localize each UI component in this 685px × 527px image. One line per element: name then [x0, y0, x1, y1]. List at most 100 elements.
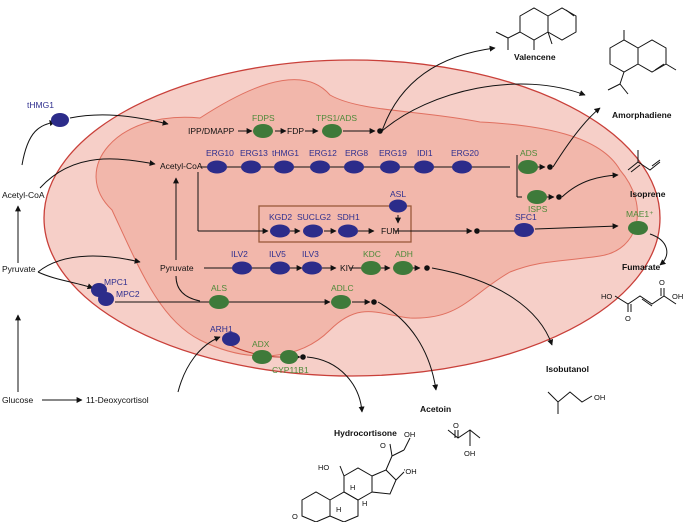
- acetoin-o: O: [453, 421, 459, 430]
- label-ipp-dmapp: IPP/DMAPP: [188, 126, 235, 136]
- enzyme-ilv3: [302, 261, 322, 275]
- product-acetoin: Acetoin: [420, 404, 451, 414]
- label-thmg1-mito: tHMG1: [272, 148, 299, 158]
- enzyme-idi1: [414, 160, 434, 174]
- label-fdps: FDPS: [252, 113, 275, 123]
- enzyme-erg13: [241, 160, 261, 174]
- fumarate-o-right: O: [659, 278, 665, 287]
- enzyme-ilv5: [270, 261, 290, 275]
- enzyme-erg12: [310, 160, 330, 174]
- label-acetyl-coa-mito: Acetyl-CoA: [160, 161, 203, 171]
- enzyme-adlc: [331, 295, 351, 309]
- hc-oh-top: OH: [404, 430, 415, 439]
- enzyme-suclg2: [303, 224, 323, 238]
- label-suclg2: SUCLG2: [297, 212, 331, 222]
- product-isobutanol: Isobutanol: [546, 364, 589, 374]
- enzyme-mae1: [628, 221, 648, 235]
- isobutanol-structure: [547, 391, 593, 414]
- label-kdc: KDC: [363, 249, 381, 259]
- enzyme-sdh1: [338, 224, 358, 238]
- label-adx: ADX: [252, 339, 270, 349]
- fumarate-structure: [614, 288, 677, 312]
- enzyme-adh: [393, 261, 413, 275]
- enzyme-erg10: [207, 160, 227, 174]
- label-erg8: ERG8: [345, 148, 368, 158]
- label-asl: ASL: [390, 189, 406, 199]
- hc-oh-side: 'OH: [404, 467, 417, 476]
- product-isoprene: Isoprene: [630, 189, 666, 199]
- valencene-structure: [495, 7, 577, 50]
- acetoin-structure: [447, 429, 481, 446]
- label-fdp: FDP: [287, 126, 304, 136]
- enzyme-tps1-ads: [322, 124, 342, 138]
- hydrocortisone-structure: [301, 437, 411, 523]
- label-sfc1: SFC1: [515, 212, 537, 222]
- enzyme-ilv2: [232, 261, 252, 275]
- enzyme-cyp11b1: [280, 350, 298, 364]
- enzyme-fdps: [253, 124, 273, 138]
- label-ads: ADS: [520, 148, 538, 158]
- product-amorphadiene: Amorphadiene: [612, 110, 672, 120]
- label-mpc1: MPC1: [104, 277, 128, 287]
- label-adlc: ADLC: [331, 283, 354, 293]
- enzyme-arh1: [222, 332, 240, 346]
- enzymes: [51, 113, 648, 364]
- label-glucose: Glucose: [2, 395, 33, 405]
- label-kiv: KIV: [340, 263, 354, 273]
- hc-o-top: O: [380, 441, 386, 450]
- isobutanol-oh: OH: [594, 393, 605, 402]
- label-isps: ISPS: [528, 204, 548, 214]
- label-arh1: ARH1: [210, 324, 233, 334]
- enzyme-mpc2: [98, 292, 114, 306]
- enzyme-kgd2: [270, 224, 290, 238]
- hc-h1: H: [350, 483, 355, 492]
- label-erg13: ERG13: [240, 148, 268, 158]
- label-cyp11b1: CYP11B1: [272, 365, 309, 375]
- tca-module-box: [258, 205, 412, 243]
- hc-ho: HO: [318, 463, 329, 472]
- enzyme-als: [209, 295, 229, 309]
- label-acetyl-coa-cyto: Acetyl-CoA: [2, 190, 45, 200]
- label-erg20: ERG20: [451, 148, 479, 158]
- product-hydrocortisone: Hydrocortisone: [334, 428, 397, 438]
- enzyme-ads: [518, 160, 538, 174]
- hc-h2: H: [362, 499, 367, 508]
- hc-h3: H: [336, 505, 341, 514]
- label-pyruvate-cyto: Pyruvate: [2, 264, 36, 274]
- label-adh: ADH: [395, 249, 413, 259]
- label-ilv2: ILV2: [231, 249, 248, 259]
- enzyme-erg19: [380, 160, 400, 174]
- label-tps1-ads: TPS1/ADS: [316, 113, 357, 123]
- label-erg19: ERG19: [379, 148, 407, 158]
- label-idi1: IDI1: [417, 148, 433, 158]
- enzyme-thmg1-mito: [274, 160, 294, 174]
- product-fumarate: Fumarate: [622, 262, 661, 272]
- label-erg12: ERG12: [309, 148, 337, 158]
- label-kgd2: KGD2: [269, 212, 292, 222]
- label-als: ALS: [211, 283, 227, 293]
- product-valencene: Valencene: [514, 52, 556, 62]
- enzyme-adx: [252, 350, 272, 364]
- enzyme-asl: [389, 199, 407, 213]
- fumarate-ho-left: HO: [601, 292, 612, 301]
- fumarate-oh-right: OH: [672, 292, 683, 301]
- enzyme-thmg1-cyto: [51, 113, 69, 127]
- label-ilv3: ILV3: [302, 249, 319, 259]
- label-erg10: ERG10: [206, 148, 234, 158]
- label-mpc2: MPC2: [116, 289, 140, 299]
- enzyme-erg8: [344, 160, 364, 174]
- enzyme-erg20: [452, 160, 472, 174]
- isoprene-structure: [627, 150, 661, 173]
- label-sdh1: SDH1: [337, 212, 360, 222]
- amorphadiene-structure: [607, 30, 677, 95]
- acetoin-oh: OH: [464, 449, 475, 458]
- label-ilv5: ILV5: [269, 249, 286, 259]
- fumarate-o-left: O: [625, 314, 631, 323]
- enzyme-sfc1: [514, 223, 534, 237]
- enzyme-isps: [527, 190, 547, 204]
- label-fum: FUM: [381, 226, 399, 236]
- pathway-endpoints: [300, 128, 562, 360]
- enzyme-kdc: [361, 261, 381, 275]
